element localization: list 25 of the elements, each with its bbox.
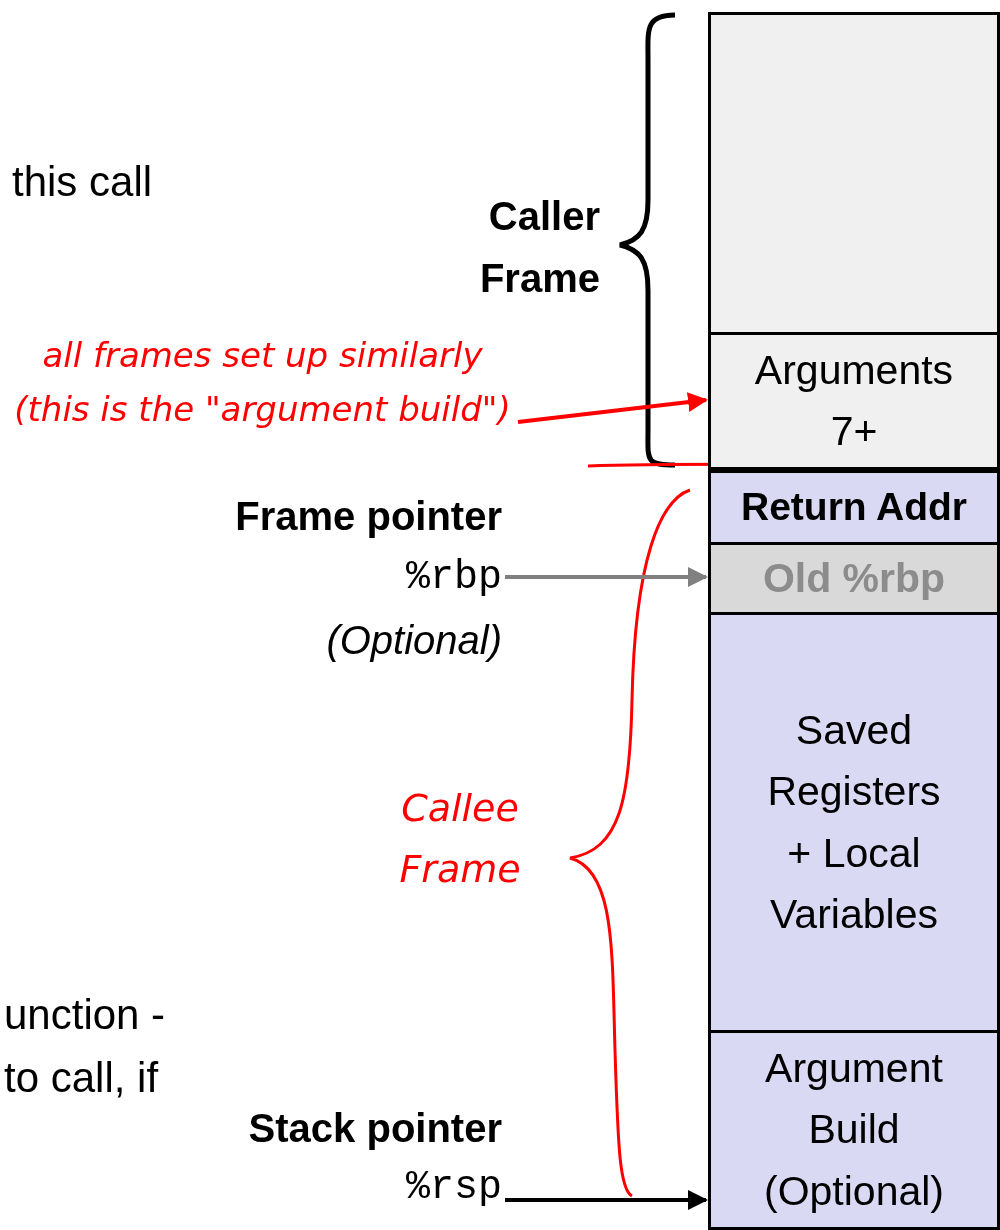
frame-heading: Caller Frame xyxy=(478,193,600,302)
slot-text: Saved Registers + Local Variables xyxy=(766,705,942,939)
stack-slot xyxy=(708,542,1000,615)
stack-slot xyxy=(708,470,1000,545)
handwritten-label: Callee Frame xyxy=(398,785,522,893)
stack-slot xyxy=(708,332,1000,470)
slot-text: Argument Build (Optional) xyxy=(763,1043,945,1216)
slot-text: Old %rbp xyxy=(762,553,946,603)
arrow xyxy=(505,567,708,587)
register-label: Stack pointer xyxy=(248,1105,502,1152)
body-text: this call xyxy=(12,157,154,207)
stack-slot xyxy=(708,1030,1000,1230)
arrow xyxy=(517,392,708,424)
slot-text: Arguments 7+ xyxy=(753,345,955,456)
register-note: (Optional) xyxy=(326,617,502,664)
register-label: Frame pointer xyxy=(235,493,502,540)
body-text: unction - xyxy=(4,990,167,1040)
arrow xyxy=(505,1190,708,1210)
body-text: to call, if xyxy=(4,1053,160,1103)
stack-slot xyxy=(708,12,1000,335)
slot-text: Return Addr xyxy=(740,484,967,531)
handwritten-note: all frames set up similarly (this is the "argument build") xyxy=(13,333,512,431)
register-name: %rbp xyxy=(406,554,502,602)
register-name: %rsp xyxy=(406,1164,502,1212)
stack-slot xyxy=(708,612,1000,1033)
